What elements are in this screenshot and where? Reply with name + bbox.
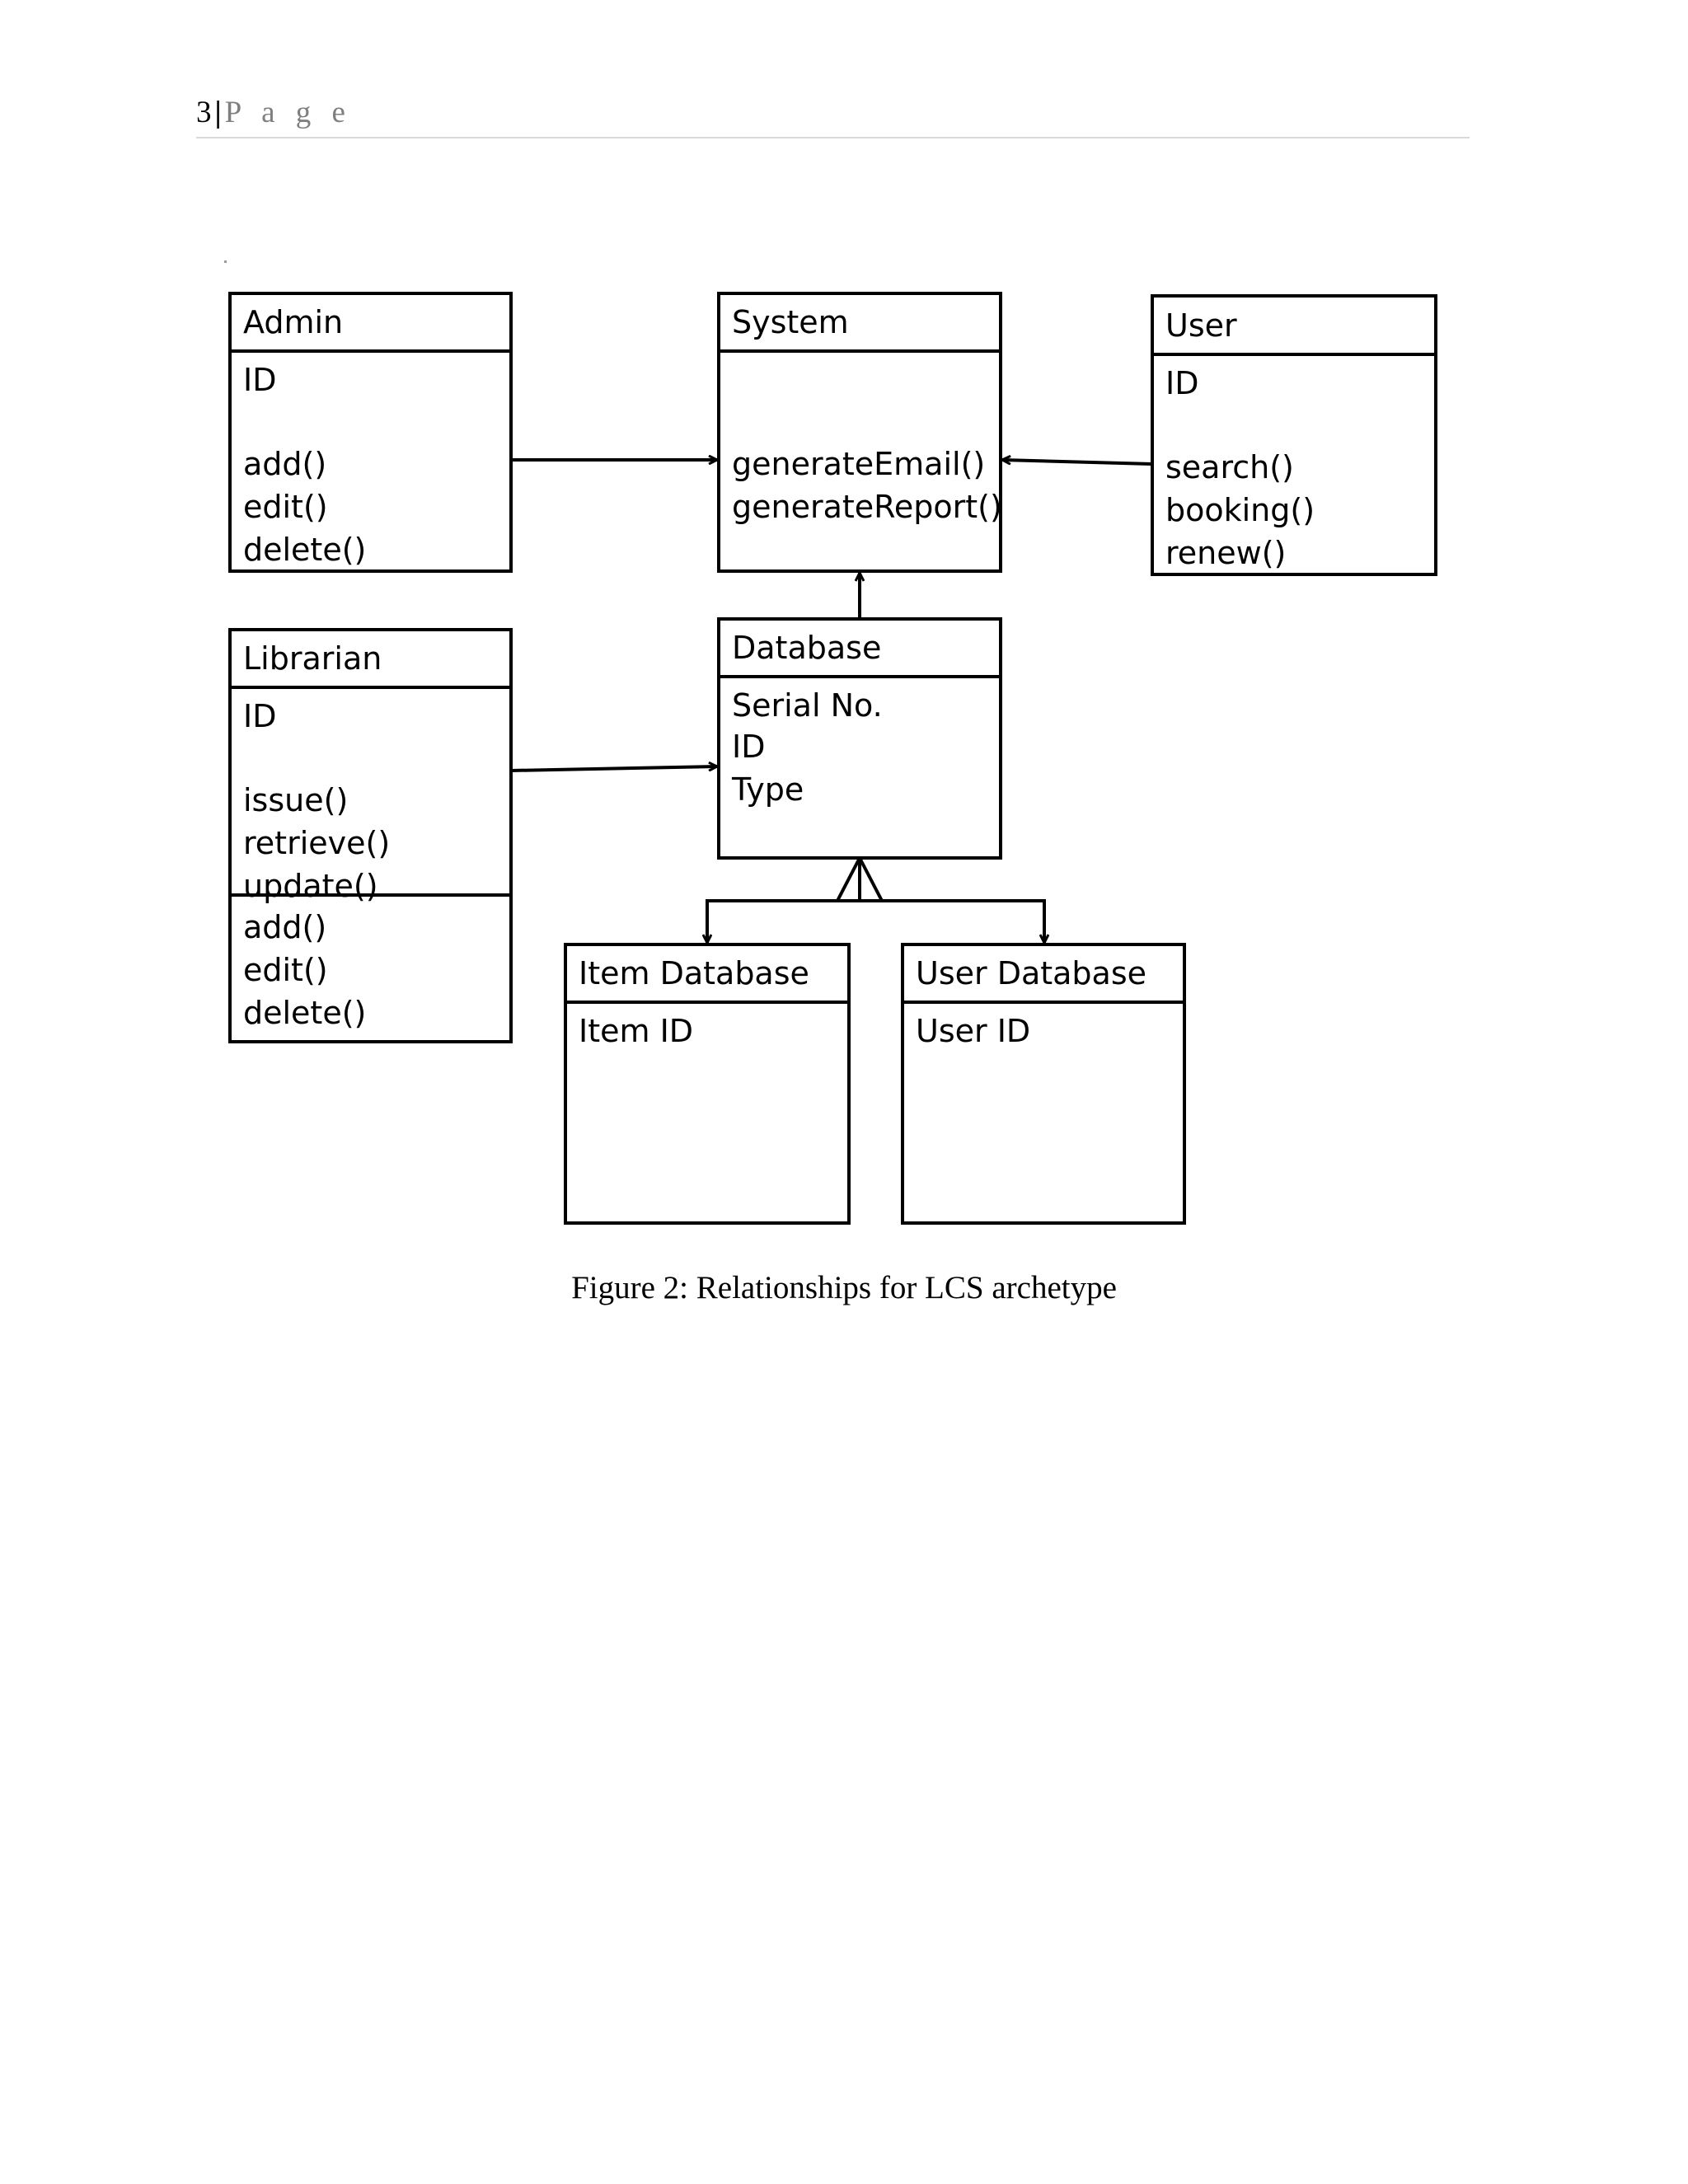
- header-rule: [196, 137, 1470, 138]
- class-database-line: Serial No.: [732, 687, 883, 724]
- class-user-database-name: User Database: [916, 955, 1146, 991]
- page-number: 3: [196, 96, 212, 129]
- class-admin-line: add(): [243, 446, 326, 482]
- class-user-line: search(): [1165, 449, 1294, 485]
- class-librarian-name: Librarian: [243, 640, 382, 677]
- class-librarian: Librarian ID issue() retrieve() update()…: [228, 628, 513, 1043]
- class-user-name: User: [1165, 307, 1237, 344]
- class-librarian-line: ID: [243, 698, 276, 734]
- class-user-line: booking(): [1165, 492, 1315, 528]
- class-item-database-name: Item Database: [579, 955, 809, 991]
- class-librarian-line: retrieve(): [243, 825, 390, 861]
- crows-foot-connector: [707, 857, 1044, 902]
- class-system-line: generateReport(): [732, 489, 1002, 525]
- class-librarian-extra-line: edit(): [243, 952, 328, 988]
- page-header: 3|P a g e: [196, 97, 352, 128]
- stray-dot: [224, 260, 227, 263]
- class-user-line: ID: [1165, 365, 1198, 401]
- class-database-line: Type: [731, 771, 804, 808]
- page-word: P a g e: [224, 96, 352, 129]
- class-system: System generateEmail() generateReport(): [717, 292, 1002, 573]
- class-librarian-extra-line: add(): [243, 909, 326, 945]
- class-admin-name: Admin: [243, 304, 343, 340]
- class-system-line: generateEmail(): [732, 446, 985, 482]
- class-user-line: renew(): [1165, 535, 1286, 571]
- figure-caption: Figure 2: Relationships for LCS archetyp…: [571, 1270, 1117, 1305]
- class-user: User ID search() booking() renew(): [1151, 294, 1437, 576]
- class-database: Database Serial No. ID Type: [717, 617, 1002, 860]
- class-database-line: ID: [732, 729, 765, 765]
- class-item-database-line: Item ID: [579, 1013, 693, 1049]
- class-admin-line: edit(): [243, 489, 328, 525]
- arrow-user-to-system: [1002, 460, 1153, 466]
- class-item-database: Item Database Item ID: [564, 943, 851, 1225]
- class-system-name: System: [732, 304, 849, 340]
- arrow-librarian-to-database: [510, 766, 717, 772]
- class-librarian-line: update(): [243, 868, 378, 904]
- class-database-name: Database: [732, 630, 881, 666]
- class-admin-line: ID: [243, 362, 276, 398]
- class-admin-line: delete(): [243, 532, 366, 568]
- page-separator: |: [214, 96, 222, 129]
- class-user-database-line: User ID: [916, 1013, 1030, 1049]
- class-user-database: User Database User ID: [901, 943, 1186, 1225]
- class-librarian-line: issue(): [243, 782, 348, 818]
- class-librarian-extra-line: delete(): [243, 995, 366, 1031]
- class-admin: Admin ID add() edit() delete(): [228, 292, 513, 573]
